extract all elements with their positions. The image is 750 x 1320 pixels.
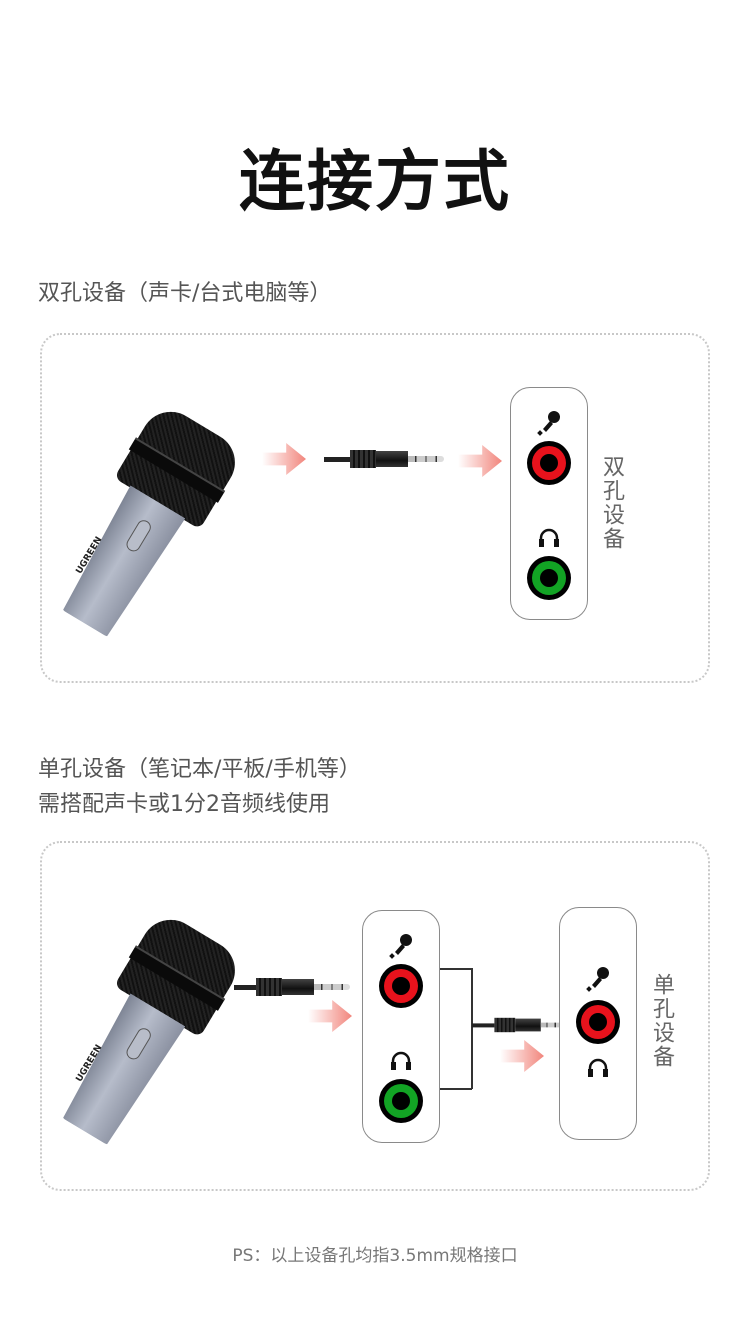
combo-jack (576, 1000, 620, 1044)
microphone-icon (537, 411, 560, 436)
splitter-wire (440, 1088, 472, 1090)
mic-jack (527, 441, 571, 485)
arrow-right-icon (500, 1040, 544, 1072)
dual-device-panel: UGREEN 双孔设备 (40, 333, 710, 683)
headphone-icon (539, 528, 559, 547)
dual-port-device (510, 387, 588, 620)
dual-section-heading: 双孔设备（声卡/台式电脑等） (38, 281, 332, 306)
audio-plug-image (234, 977, 350, 997)
device-label: 双孔设备 (599, 455, 624, 551)
microphone-image: UGREEN (42, 908, 247, 1158)
microphone-icon (389, 934, 412, 959)
splitter-wire (440, 968, 472, 970)
single-section-heading: 单孔设备（笔记本/平板/手机等） (38, 757, 361, 782)
page-title: 连接方式 (239, 143, 511, 220)
splitter-wire (471, 968, 473, 1089)
single-device-panel: UGREEN 单孔设备 (40, 841, 710, 1191)
mic-jack (379, 964, 423, 1008)
headphone-icon (588, 1058, 608, 1077)
single-port-device (559, 907, 637, 1140)
headphone-icon (391, 1051, 411, 1070)
audio-plug-image (472, 1017, 570, 1033)
device-label: 单孔设备 (649, 973, 674, 1069)
footer-note: PS：以上设备孔均指3.5mm规格接口 (232, 1246, 518, 1266)
headphone-jack (527, 556, 571, 600)
microphone-icon (586, 967, 609, 992)
single-section-subheading: 需搭配声卡或1分2音频线使用 (38, 792, 330, 817)
audio-plug-image (324, 449, 444, 469)
arrow-right-icon (458, 445, 502, 477)
arrow-right-icon (262, 443, 306, 475)
splitter-device (362, 910, 440, 1143)
microphone-image: UGREEN (42, 400, 247, 650)
arrow-right-icon (308, 1000, 352, 1032)
headphone-jack (379, 1079, 423, 1123)
